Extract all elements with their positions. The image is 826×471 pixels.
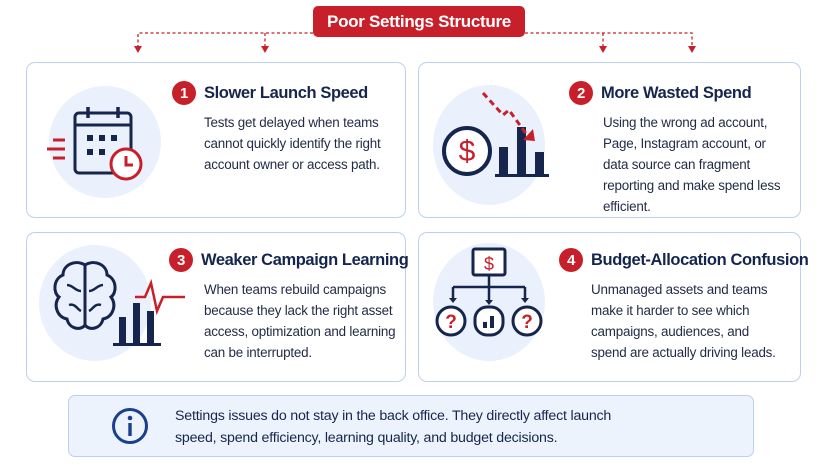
heading-text: Slower Launch Speed [204, 83, 368, 102]
budget-split-question-icon: $ ? ? [435, 247, 543, 337]
calendar-clock-icon [47, 107, 143, 181]
card-body: Tests get delayed when teams cannot quic… [204, 115, 381, 172]
number-badge: 2 [569, 81, 593, 105]
svg-text:$: $ [459, 135, 476, 168]
summary-text: Settings issues do not stay in the back … [175, 408, 612, 446]
number-badge: 3 [169, 248, 193, 272]
svg-text:?: ? [521, 312, 533, 333]
card-heading: 3 Weaker Campaign Learning [169, 248, 409, 272]
icon-circle [49, 86, 161, 198]
card-more-wasted-spend: $ 2 More Wasted Spend Using the wrong ad … [418, 62, 801, 218]
brain-chart-icon [53, 261, 185, 346]
svg-text:?: ? [445, 312, 457, 333]
dollar-declining-chart-icon: $ [442, 91, 549, 177]
heading-text: Budget-Allocation Confusion [591, 250, 809, 269]
connector-arrows [134, 32, 696, 53]
info-icon [112, 408, 148, 444]
card-budget-allocation-confusion: $ ? ? 4 Budget-Allocation Confusion Unman… [418, 232, 809, 382]
card-slower-launch-speed: 1 Slower Launch Speed Tests get delayed w… [26, 62, 406, 218]
number-badge: 4 [559, 248, 583, 272]
card-body: When teams rebuild campaigns because the… [204, 282, 396, 360]
svg-text:$: $ [484, 254, 494, 274]
card-heading: 4 Budget-Allocation Confusion [559, 248, 809, 272]
summary-note: Settings issues do not stay in the back … [68, 395, 754, 457]
card-heading: 2 More Wasted Spend [569, 81, 752, 105]
card-body: Using the wrong ad account, Page, Instag… [603, 115, 781, 214]
card-body: Unmanaged assets and teams make it harde… [591, 282, 776, 360]
card-weaker-campaign-learning: 3 Weaker Campaign Learning When teams reb… [26, 232, 409, 382]
heading-text: More Wasted Spend [601, 83, 752, 102]
heading-text: Weaker Campaign Learning [201, 250, 409, 269]
card-heading: 1 Slower Launch Speed [172, 81, 368, 105]
number-badge: 1 [172, 81, 196, 105]
main-title: Poor Settings Structure [313, 6, 525, 37]
